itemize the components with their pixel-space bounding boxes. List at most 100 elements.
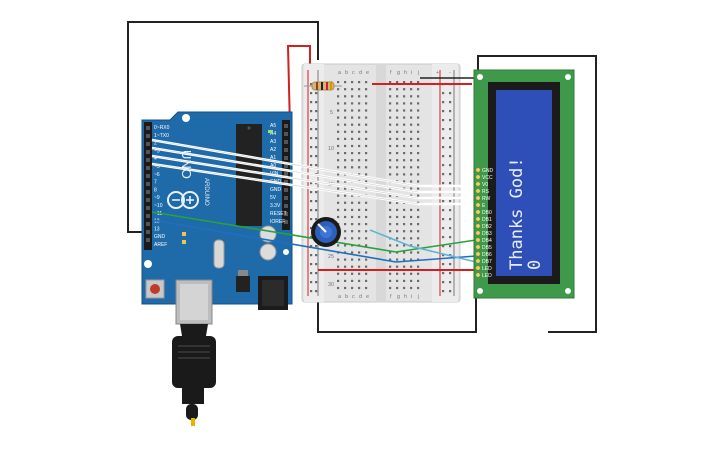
bb-hole xyxy=(410,137,413,140)
bb-hole xyxy=(351,152,354,155)
bb-hole xyxy=(410,187,413,190)
bb-hole xyxy=(403,123,406,126)
bb-hole xyxy=(410,208,413,211)
arduino-pin-label: A4 xyxy=(270,131,276,137)
wire-red-5v xyxy=(286,45,311,129)
rail-hole xyxy=(442,164,445,167)
bb-hole xyxy=(410,251,413,254)
bb-hole xyxy=(344,215,347,219)
bb-hole xyxy=(344,144,347,148)
bb-hole xyxy=(410,237,413,240)
wire-black-top xyxy=(127,21,319,233)
rail-hole xyxy=(442,209,445,212)
voltage-regulator xyxy=(236,276,250,292)
rail-hole xyxy=(442,218,445,221)
rail-hole xyxy=(442,236,445,239)
arduino-pin-label: GND xyxy=(270,187,282,193)
lcd-pin-label: VCC xyxy=(482,175,493,181)
bb-hole xyxy=(403,258,406,261)
bb-hole xyxy=(403,95,406,98)
bb-hole xyxy=(410,286,413,290)
header-pin xyxy=(146,206,150,210)
bb-col-i-bottom: i xyxy=(411,294,412,300)
lcd-pin-label: DB5 xyxy=(482,245,492,251)
bb-hole xyxy=(365,137,368,140)
rail-hole xyxy=(310,137,313,140)
bb-hole xyxy=(358,81,361,84)
rail-hole xyxy=(442,128,445,131)
rail-hole xyxy=(442,182,445,185)
bb-hole xyxy=(365,237,368,240)
bb-hole xyxy=(410,258,413,261)
bb-hole xyxy=(403,116,406,119)
rail-hole xyxy=(310,182,313,185)
rail-hole xyxy=(315,281,318,284)
bb-hole xyxy=(337,144,340,148)
bb-col-h-bottom: h xyxy=(404,294,407,300)
bb-hole xyxy=(365,208,368,211)
bb-hole xyxy=(396,201,399,204)
lcd-pin-label: LED xyxy=(482,266,492,272)
bb-hole xyxy=(389,166,392,169)
lcd-pin xyxy=(475,265,481,271)
bb-hole xyxy=(344,237,347,240)
potentiometer[interactable] xyxy=(311,217,341,247)
rail-hole xyxy=(449,101,452,104)
rail-hole xyxy=(442,263,445,266)
bb-hole xyxy=(417,81,420,84)
rail-hole xyxy=(315,254,318,257)
lcd-pin-label: DB4 xyxy=(482,238,492,244)
bb-hole xyxy=(389,251,392,254)
bb-hole xyxy=(389,88,392,91)
bb-hole xyxy=(417,166,420,169)
header-pin xyxy=(146,214,150,218)
lcd-pin xyxy=(475,181,481,187)
rail-hole xyxy=(315,146,318,149)
bb-hole xyxy=(344,244,347,247)
bb-hole xyxy=(410,173,413,176)
bb-hole xyxy=(344,272,347,275)
bb-hole xyxy=(351,286,354,290)
bb-hole xyxy=(351,237,354,240)
header-pins xyxy=(146,124,288,242)
bb-hole xyxy=(337,123,340,126)
bb-hole xyxy=(403,208,406,211)
bb-hole xyxy=(337,180,340,183)
header-pin xyxy=(146,222,150,226)
rail-hole xyxy=(449,119,452,122)
arduino-pin-label: A2 xyxy=(270,147,276,153)
rail-hole xyxy=(442,281,445,284)
lcd-pin-label: DB3 xyxy=(482,231,492,237)
lcd-pin-labels: GNDVCCV0RSRWEDB0DB1DB2DB3DB4DB5DB6DB7LED… xyxy=(482,168,494,279)
bb-hole xyxy=(396,279,399,282)
bb-hole xyxy=(365,265,368,268)
bb-hole xyxy=(389,109,392,112)
bb-hole xyxy=(410,166,413,169)
capacitor-2 xyxy=(259,243,277,261)
bb-col-e-bottom: e xyxy=(366,294,369,300)
arduino-logo xyxy=(167,191,199,209)
rail-hole xyxy=(442,227,445,230)
rail-hole xyxy=(449,281,452,284)
bb-hole xyxy=(344,194,347,197)
bb-hole xyxy=(351,208,354,211)
lcd-pin-label: DB2 xyxy=(482,224,492,230)
bb-hole xyxy=(396,173,399,176)
rail-hole xyxy=(449,137,452,140)
rail-hole xyxy=(442,137,445,140)
lcd-pin xyxy=(475,230,481,236)
arduino-pin-label: 4 xyxy=(154,156,157,162)
bb-hole xyxy=(396,95,399,98)
bb-hole xyxy=(389,272,392,275)
bb-hole xyxy=(337,152,340,155)
rail-hole xyxy=(310,263,313,266)
bb-hole xyxy=(396,144,399,148)
bb-hole xyxy=(344,279,347,282)
rail-hole xyxy=(315,119,318,122)
bb-col-b-bottom: b xyxy=(345,294,348,300)
bb-hole xyxy=(389,223,392,226)
arduino-pin-label: ~10 xyxy=(154,203,163,209)
bb-hole xyxy=(403,166,406,169)
bb-hole xyxy=(417,208,420,211)
bb-col-h: h xyxy=(404,70,407,76)
